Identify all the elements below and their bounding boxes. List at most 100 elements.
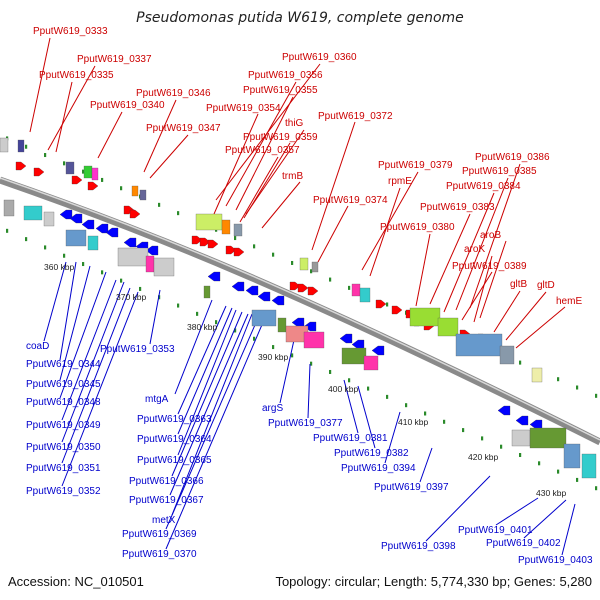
leader-line-top [429,213,471,305]
gene-label-top[interactable]: PputW619_0347 [146,123,221,134]
gene-label-bottom[interactable]: PputW619_0353 [100,344,175,355]
leader-line-bottom [61,291,139,487]
leader-line-bottom [177,309,237,456]
gene-label-top[interactable]: PputW619_0384 [446,181,521,192]
gene-label-bottom[interactable]: PputW619_0348 [26,397,101,408]
tick-dot [348,378,351,383]
tick-dot [234,328,237,333]
gene-label-bottom[interactable]: PputW619_0366 [129,476,204,487]
gene-label-bottom[interactable]: PputW619_0351 [26,463,101,474]
gene-label-bottom[interactable]: PputW619_0402 [486,538,561,549]
gene-arrow [291,317,305,328]
gene-label-top[interactable]: PputW619_0380 [380,222,455,233]
gene-arrow [59,209,73,220]
gene-label-top[interactable]: trmB [282,171,303,182]
gene-label-top[interactable]: PputW619_0354 [206,103,281,114]
leader-line-top [369,187,401,277]
gene-label-bottom[interactable]: PputW619_0377 [268,418,343,429]
gene-arrow [71,175,83,185]
gene-label-bottom[interactable]: PputW619_0350 [26,442,101,453]
gene-label-top[interactable]: PputW619_0386 [475,152,550,163]
gene-block [145,255,155,273]
gene-label-bottom[interactable]: metX [152,515,176,526]
leader-line-bottom [171,313,253,516]
gene-label-top[interactable]: PputW619_0335 [39,70,114,81]
gene-label-top[interactable]: PputW619_0389 [452,261,527,272]
gene-arrow [375,299,387,309]
gene-label-top[interactable]: PputW619_0372 [318,111,393,122]
gene-label-bottom[interactable]: PputW619_0369 [122,529,197,540]
gene-label-bottom[interactable]: PputW619_0382 [334,448,409,459]
gene-label-bottom[interactable]: PputW619_0403 [518,555,593,566]
gene-block [65,161,75,175]
gene-label-bottom[interactable]: PputW619_0394 [341,463,416,474]
kbp-tick-360: 360 kbp [44,262,75,272]
gene-label-top[interactable]: PputW619_0360 [282,52,357,63]
leader-line-top [505,291,547,341]
gene-label-bottom[interactable]: PputW619_0364 [137,434,212,445]
gene-label-bottom[interactable]: PputW619_0363 [137,414,212,425]
gene-arrow [351,339,365,350]
leader-line-bottom [169,313,249,496]
gene-arrow [271,295,285,306]
gene-block [303,331,325,349]
gene-label-top[interactable]: gltB [510,279,528,290]
leader-line-top [235,96,294,211]
leader-line-bottom [59,265,91,381]
gene-label-top[interactable]: PputW619_0346 [136,88,211,99]
gene-arrow [81,219,95,230]
gene-label-top[interactable]: PputW619_0383 [420,202,495,213]
gene-block [17,139,25,153]
gene-label-bottom[interactable]: PputW619_0381 [313,433,388,444]
gene-block [251,309,277,327]
gene-label-bottom[interactable]: PputW619_0401 [458,525,533,536]
gene-label-top[interactable]: aroB [480,230,501,241]
tick-dot [595,486,598,491]
genome-backbone-highlight [0,177,600,441]
gene-label-bottom[interactable]: PputW619_0344 [26,359,101,370]
gene-arrow [233,247,245,257]
tick-dot [291,260,294,265]
gene-label-top[interactable]: PputW619_0357 [225,145,300,156]
tick-dot [196,311,199,316]
gene-label-bottom[interactable]: PputW619_0365 [137,455,212,466]
leader-line-top [143,99,177,173]
leader-line-bottom [495,497,539,526]
gene-label-bottom[interactable]: argS [262,403,283,414]
gene-label-bottom[interactable]: PputW619_0345 [26,379,101,390]
tick-dot [272,345,275,350]
gene-label-top[interactable]: PputW619_0333 [33,26,108,37]
leader-line-bottom [357,385,376,449]
gene-label-top[interactable]: hemE [556,296,582,307]
gene-label-bottom[interactable]: PputW619_0367 [129,495,204,506]
gene-label-top[interactable]: PputW619_0356 [248,70,323,81]
gene-label-bottom[interactable]: coaD [26,341,49,352]
gene-label-top[interactable]: PputW619_0340 [90,100,165,111]
gene-arrow [497,405,511,416]
gene-label-top[interactable]: PputW619_0355 [243,85,318,96]
gene-label-top[interactable]: PputW619_0359 [243,132,318,143]
gene-arrow [123,237,137,248]
leader-line-bottom [343,379,359,434]
gene-label-top[interactable]: PputW619_0385 [462,166,537,177]
gene-block [531,367,543,383]
gene-label-top[interactable]: gltD [537,280,555,291]
gene-label-top[interactable]: aroK [464,244,485,255]
gene-label-top[interactable]: rpmE [388,176,412,187]
gene-label-top[interactable]: PputW619_0374 [313,195,388,206]
gene-label-bottom[interactable]: PputW619_0370 [122,549,197,560]
gene-label-bottom[interactable]: PputW619_0349 [26,420,101,431]
gene-label-bottom[interactable]: PputW619_0397 [374,482,449,493]
gene-label-bottom[interactable]: mtgA [145,394,169,405]
gene-label-bottom[interactable]: PputW619_0352 [26,486,101,497]
gene-label-bottom[interactable]: PputW619_0398 [381,541,456,552]
gene-label-top[interactable]: PputW619_0379 [378,160,453,171]
leader-line-bottom [177,305,227,415]
leader-line-top [455,177,509,311]
gene-label-top[interactable]: thiG [285,118,304,129]
gene-block [91,167,99,181]
tick-dot [101,270,104,275]
gene-arrow [15,161,27,171]
gene-label-top[interactable]: PputW619_0337 [77,54,152,65]
kbp-tick-390: 390 kbp [258,352,289,362]
